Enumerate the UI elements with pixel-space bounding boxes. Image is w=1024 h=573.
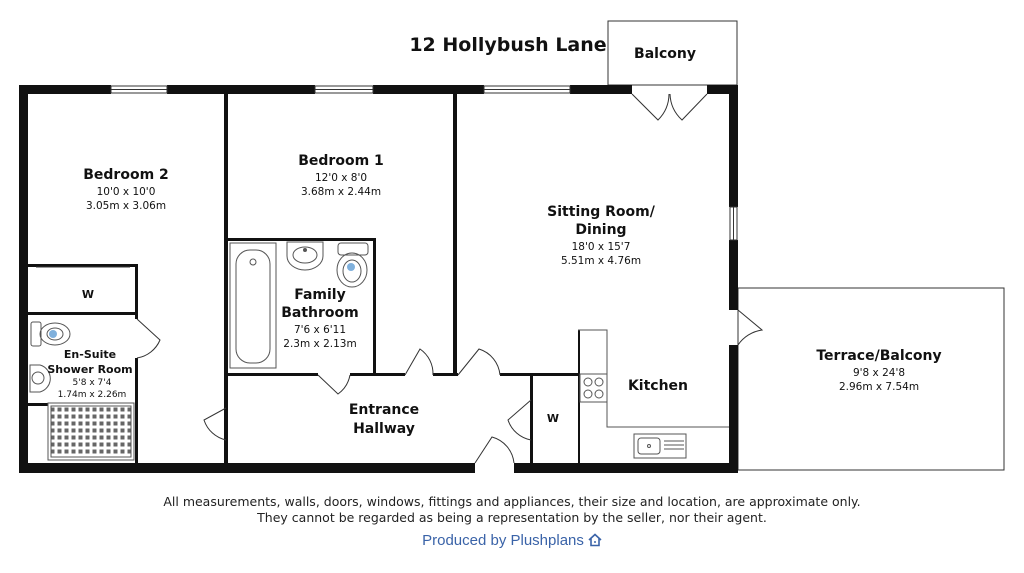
family-bathroom-dim-metric: 2.3m x 2.13m: [283, 338, 356, 350]
sitting-dim-metric: 5.51m x 4.76m: [561, 255, 641, 267]
disclaimer-line2: They cannot be regarded as being a repre…: [257, 510, 767, 525]
sitting-label-line1: Sitting Room/: [547, 204, 656, 220]
ensuite-label-line2: Shower Room: [47, 363, 132, 376]
shower-tray-icon: [47, 402, 135, 461]
hob-icon: [579, 373, 608, 403]
bedroom1-dim-metric: 3.68m x 2.44m: [301, 186, 381, 198]
windows: [110, 85, 738, 241]
bedroom2-dim-imperial: 10'0 x 10'0: [97, 186, 156, 198]
wardrobe-right-label: W: [547, 412, 559, 425]
sitting-label-line2: Dining: [575, 222, 626, 238]
outer-walls: [19, 85, 738, 473]
internal-walls: [28, 94, 580, 463]
ensuite-dim-imperial: 5'8 x 7'4: [73, 378, 112, 388]
terrace-label: Terrace/Balcony: [816, 348, 941, 364]
balcony-label: Balcony: [634, 46, 696, 62]
produced-by-text: Produced by Plushplans: [422, 532, 584, 549]
ensuite-toilet-icon: [30, 321, 71, 347]
family-bathroom-label-line1: Family: [294, 287, 346, 303]
sink-icon: [633, 433, 687, 459]
bedroom2-label: Bedroom 2: [83, 167, 169, 183]
produced-by: Produced by Plushplans: [0, 532, 1024, 549]
family-bathroom-label-line2: Bathroom: [281, 305, 359, 321]
terrace-dim-imperial: 9'8 x 24'8: [853, 367, 905, 379]
ensuite-dim-metric: 1.74m x 2.26m: [58, 390, 127, 400]
disclaimer-line1: All measurements, walls, doors, windows,…: [163, 494, 861, 509]
wardrobe-left-label: W: [82, 288, 94, 301]
plan-title: 12 Hollybush Lane: [409, 34, 606, 56]
kitchen-label: Kitchen: [628, 378, 688, 394]
bedroom1-dim-imperial: 12'0 x 8'0: [315, 172, 367, 184]
entrance-label-line1: Entrance: [349, 402, 419, 418]
house-logo-icon: [588, 533, 602, 547]
family-bathroom-dim-imperial: 7'6 x 6'11: [294, 324, 346, 336]
bedroom2-dim-metric: 3.05m x 3.06m: [86, 200, 166, 212]
toilet-icon: [336, 242, 369, 288]
bedroom1-label: Bedroom 1: [298, 153, 384, 169]
ensuite-basin-icon: [29, 364, 51, 393]
floor-plan: 12 Hollybush Lane Balcony Terrace/Balcon…: [19, 20, 1005, 473]
balcony-area: Balcony: [607, 20, 738, 86]
room-labels: Bedroom 2 10'0 x 10'0 3.05m x 3.06m Bedr…: [47, 153, 688, 437]
doors: [36, 93, 764, 464]
sitting-dim-imperial: 18'0 x 15'7: [572, 241, 631, 253]
bath-icon: [229, 242, 277, 369]
terrace-area: Terrace/Balcony 9'8 x 24'8 2.96m x 7.54m: [737, 287, 1005, 471]
terrace-dim-metric: 2.96m x 7.54m: [839, 381, 919, 393]
entrance-label-line2: Hallway: [353, 421, 415, 437]
basin-icon: [286, 241, 324, 271]
ensuite-label-line1: En-Suite: [64, 348, 116, 361]
